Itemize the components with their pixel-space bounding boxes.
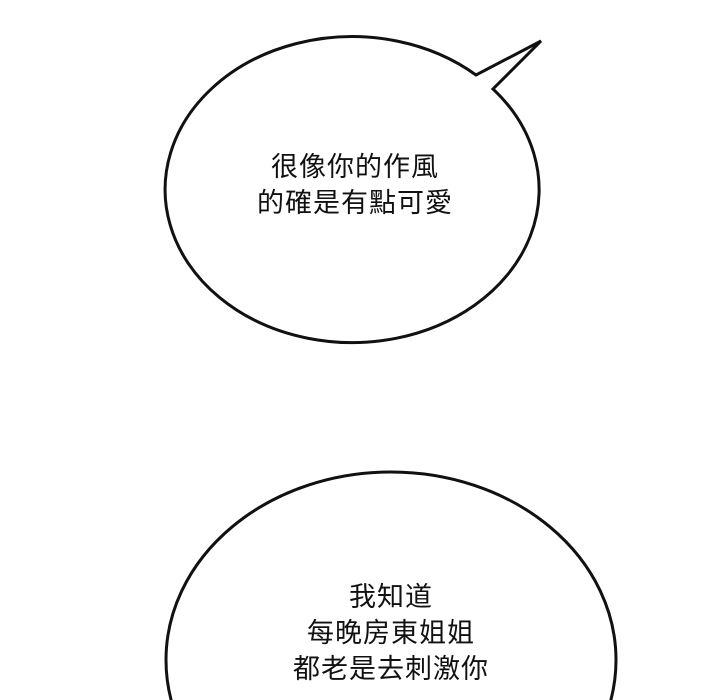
speech-bubble-1-text: 很像你的作風 的確是有點可愛 (205, 150, 505, 222)
speech-bubble-1-shape (163, 35, 543, 345)
dialogue-line: 的確是有點可愛 (257, 188, 453, 219)
speech-bubble-2-text: 我知道 每晚房東姐姐 都老是去刺激你 (241, 580, 541, 688)
speech-bubble-2-shape (164, 470, 618, 700)
dialogue-line: 都老是去刺激你 (293, 654, 489, 685)
dialogue-line: 很像你的作風 (271, 152, 439, 183)
dialogue-line: 每晚房東姐姐 (307, 618, 475, 649)
dialogue-line: 我知道 (349, 582, 433, 613)
